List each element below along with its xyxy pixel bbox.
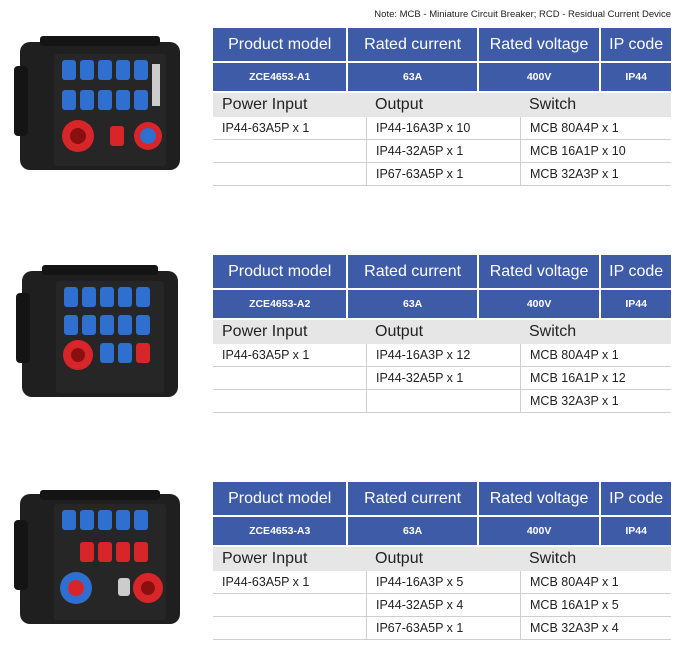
switch-cell: MCB 80A4P x 1: [520, 117, 671, 139]
header-output: Output: [375, 323, 424, 340]
power-input-cell: IP44-63A5P x 1: [222, 348, 310, 362]
output-cell: IP67-63A5P x 1: [366, 617, 520, 639]
model-value: ZCE4653-A2: [213, 290, 347, 318]
switch-cell: MCB 16A1P x 5: [520, 594, 671, 616]
header-ip-code: IP code: [601, 28, 671, 61]
header-output: Output: [375, 550, 424, 567]
header-rated-current: Rated current: [348, 28, 477, 61]
switch-cell: MCB 16A1P x 10: [520, 140, 671, 162]
table-row: IP44-32A5P x 1 MCB 16A1P x 10: [213, 140, 671, 163]
table-row: IP67-63A5P x 1 MCB 32A3P x 1: [213, 163, 671, 186]
product-block-a3: Product model Rated current Rated voltag…: [0, 482, 680, 672]
spec-table-a1: Product model Rated current Rated voltag…: [213, 28, 671, 186]
switch-cell: MCB 32A3P x 4: [520, 617, 671, 639]
header-rated-current: Rated current: [348, 482, 477, 515]
distribution-box-photo-a1: [14, 36, 180, 170]
switch-cell: MCB 32A3P x 1: [520, 163, 671, 185]
power-input-cell: IP44-63A5P x 1: [222, 121, 310, 135]
table-row: IP44-32A5P x 1 MCB 16A1P x 12: [213, 367, 671, 390]
model-value: ZCE4653-A1: [213, 63, 347, 91]
distribution-box-photo-a3: [14, 490, 180, 624]
output-cell: IP44-16A3P x 10: [366, 117, 520, 139]
power-input-cell: IP44-63A5P x 1: [222, 575, 310, 589]
table-row: IP67-63A5P x 1 MCB 32A3P x 4: [213, 617, 671, 640]
table-row: IP44-63A5P x 1 IP44-16A3P x 12 MCB 80A4P…: [213, 344, 671, 367]
ip-code-value: IP44: [601, 290, 671, 318]
power-input-cell: [213, 594, 366, 616]
rated-current-value: 63A: [348, 517, 477, 545]
header-rated-voltage: Rated voltage: [478, 255, 600, 288]
ip-code-value: IP44: [601, 63, 671, 91]
output-cell: IP44-32A5P x 1: [366, 140, 520, 162]
product-block-a1: Product model Rated current Rated voltag…: [0, 28, 680, 218]
table-row: IP44-32A5P x 4 MCB 16A1P x 5: [213, 594, 671, 617]
table-row: IP44-63A5P x 1 IP44-16A3P x 10 MCB 80A4P…: [213, 117, 671, 140]
output-cell: IP44-16A3P x 12: [366, 344, 520, 366]
rated-voltage-value: 400V: [478, 290, 600, 318]
spec-table-a2: Product model Rated current Rated voltag…: [213, 255, 671, 413]
product-block-a2: Product model Rated current Rated voltag…: [0, 255, 680, 445]
output-cell: IP67-63A5P x 1: [366, 163, 520, 185]
header-output: Output: [375, 96, 424, 113]
output-cell: IP44-32A5P x 1: [366, 367, 520, 389]
header-switch: Switch: [529, 550, 577, 567]
rated-current-value: 63A: [348, 63, 477, 91]
power-input-cell: [213, 163, 366, 185]
power-input-cell: [213, 367, 366, 389]
ip-code-value: IP44: [601, 517, 671, 545]
footnote: Note: MCB - Miniature Circuit Breaker; R…: [374, 9, 671, 20]
power-input-cell: [213, 617, 366, 639]
switch-cell: MCB 32A3P x 1: [520, 390, 671, 412]
distribution-box-photo-a2: [16, 265, 178, 397]
header-switch: Switch: [529, 96, 577, 113]
header-rated-current: Rated current: [348, 255, 477, 288]
rated-voltage-value: 400V: [478, 517, 600, 545]
power-input-cell: [213, 390, 366, 412]
header-rated-voltage: Rated voltage: [478, 482, 600, 515]
header-ip-code: IP code: [601, 255, 671, 288]
header-power-input: Power Input: [222, 550, 308, 567]
header-product-model: Product model: [213, 28, 347, 61]
power-input-cell: [213, 140, 366, 162]
switch-cell: MCB 80A4P x 1: [520, 571, 671, 593]
output-cell: [366, 390, 520, 412]
model-value: ZCE4653-A3: [213, 517, 347, 545]
header-switch: Switch: [529, 323, 577, 340]
header-rated-voltage: Rated voltage: [478, 28, 600, 61]
switch-cell: MCB 80A4P x 1: [520, 344, 671, 366]
spec-table-a3: Product model Rated current Rated voltag…: [213, 482, 671, 640]
header-product-model: Product model: [213, 482, 347, 515]
output-cell: IP44-16A3P x 5: [366, 571, 520, 593]
switch-cell: MCB 16A1P x 12: [520, 367, 671, 389]
table-row: IP44-63A5P x 1 IP44-16A3P x 5 MCB 80A4P …: [213, 571, 671, 594]
header-power-input: Power Input: [222, 323, 308, 340]
rated-current-value: 63A: [348, 290, 477, 318]
table-row: MCB 32A3P x 1: [213, 390, 671, 413]
header-product-model: Product model: [213, 255, 347, 288]
output-cell: IP44-32A5P x 4: [366, 594, 520, 616]
header-ip-code: IP code: [601, 482, 671, 515]
header-power-input: Power Input: [222, 96, 308, 113]
rated-voltage-value: 400V: [478, 63, 600, 91]
